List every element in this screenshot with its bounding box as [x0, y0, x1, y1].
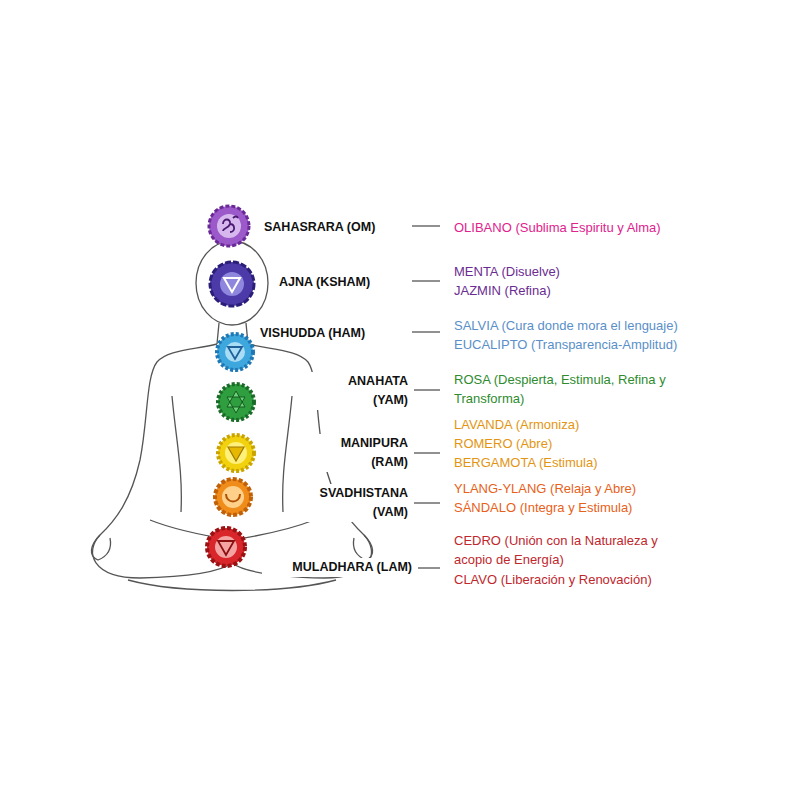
chakra-name: MULADHARA (LAM) — [262, 558, 414, 577]
chakra-anahata — [218, 384, 254, 420]
oil-label: OLIBANO (Sublima Espiritu y Alma) — [452, 218, 663, 237]
oil-label: CLAVO (Liberación y Renovación) — [452, 570, 654, 589]
oil-label: CEDRO (Unión con la Naturaleza y acopio … — [452, 531, 697, 569]
oil-label: YLANG-YLANG (Relaja y Abre) — [452, 479, 638, 498]
chakra-ajna — [210, 262, 254, 306]
chakra-sahasrara — [209, 206, 249, 246]
chakra-svadhisthana — [215, 479, 251, 515]
oil-label: MENTA (Disuelve) — [452, 262, 562, 281]
chakra-name: VISHUDDA (HAM) — [258, 324, 367, 343]
figure-outline — [91, 241, 372, 591]
oil-label: BERGAMOTA (Estimula) — [452, 453, 600, 472]
chakra-name: ANAHATA (YAM) — [310, 372, 410, 410]
oil-label: LAVANDA (Armoniza) — [452, 415, 581, 434]
oil-label: ROSA (Despierta, Estimula, Refina y Tran… — [452, 370, 702, 408]
chakra-name: MANIPURA (RAM) — [310, 434, 410, 472]
chakra-name: AJNA (KSHAM) — [277, 273, 372, 292]
chakra-vishuddha — [217, 334, 253, 370]
chakra-name: SVADHISTANA (VAM) — [296, 484, 410, 522]
oil-label: EUCALIPTO (Transparencia-Amplitud) — [452, 335, 679, 354]
oil-label: ROMERO (Abre) — [452, 434, 554, 453]
chakra-manipura — [218, 435, 254, 471]
oil-label: SÁNDALO (Integra y Estimula) — [452, 498, 634, 517]
oil-label: JAZMIN (Refina) — [452, 281, 553, 300]
chakra-muladhara — [207, 528, 245, 566]
oil-label: SALVIA (Cura donde mora el lenguaje) — [452, 316, 680, 335]
leader-lines — [412, 226, 440, 568]
chakra-name: SAHASRARA (OM) — [262, 218, 377, 237]
